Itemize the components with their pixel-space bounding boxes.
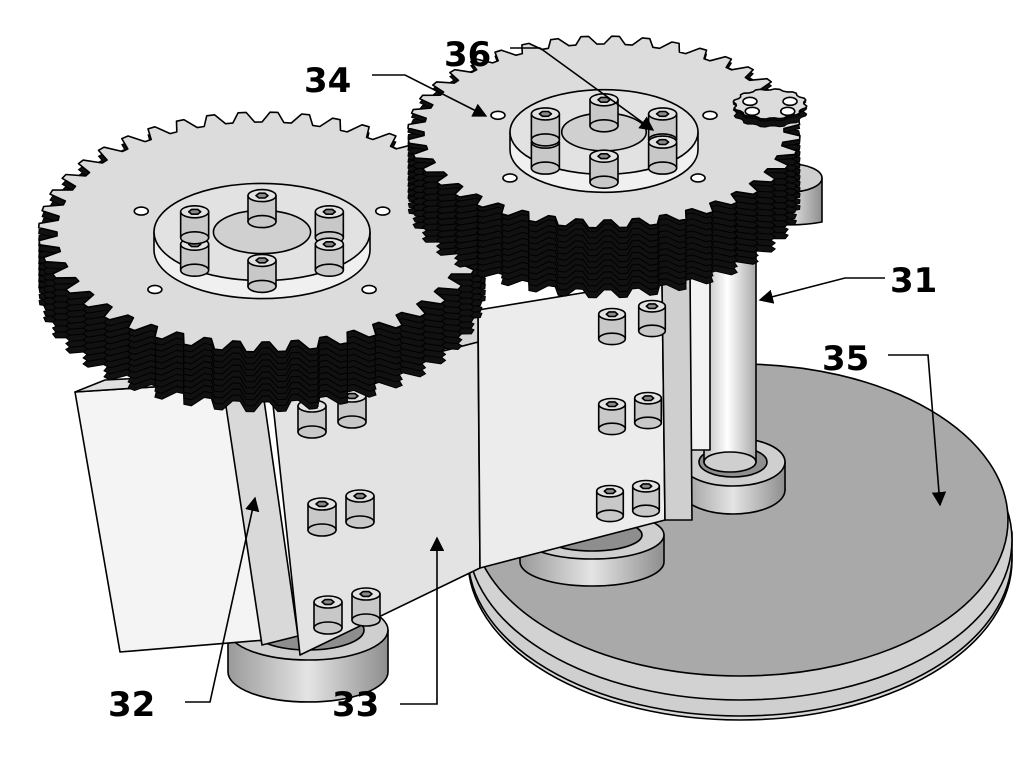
left-plate <box>74 371 299 653</box>
plate-bolt <box>597 307 627 346</box>
gear-right-bolt <box>589 93 619 133</box>
plate-bolts <box>297 299 667 635</box>
gear-left-hole <box>374 206 391 216</box>
gear-right-hole <box>490 110 506 121</box>
gear-left-bolt <box>247 188 277 229</box>
label-36: 36 <box>444 35 491 75</box>
plate-bolt <box>313 595 343 635</box>
small-pinion-gear <box>732 88 808 128</box>
leader-lines <box>185 47 947 705</box>
pinion-hole <box>782 96 798 107</box>
gear-left-hole <box>361 284 377 295</box>
leader-31 <box>758 277 885 304</box>
label-33: 33 <box>332 685 379 725</box>
large-gear-left <box>37 111 487 413</box>
gear-left-hole <box>147 284 163 295</box>
gear-right-bolt <box>530 107 561 147</box>
plate-bolt <box>307 497 337 537</box>
leader-34 <box>372 74 488 117</box>
gear-right-bolt <box>589 149 619 189</box>
plate-bolt <box>633 391 663 430</box>
plate-bolt <box>595 484 625 523</box>
gear-left-bolt <box>314 237 345 278</box>
leader-33 <box>400 536 445 705</box>
leader-35 <box>888 354 947 507</box>
large-gear-right <box>407 35 801 299</box>
plate-bolt <box>351 587 381 627</box>
label-35: 35 <box>822 339 869 379</box>
gear-right-hole <box>690 173 706 183</box>
plate-bolt <box>345 489 375 529</box>
leader-32 <box>185 496 260 703</box>
pinion-hole <box>779 106 796 117</box>
gear-left-bolt <box>179 205 210 245</box>
plate-bolt <box>631 479 661 518</box>
gear-left-bolt <box>247 253 277 294</box>
label-32: 32 <box>108 685 155 725</box>
gear-right-hole <box>702 110 718 121</box>
gear-left-hole <box>133 206 150 216</box>
plate-bolt <box>637 299 667 338</box>
label-34: 34 <box>304 61 351 101</box>
plate-bolt <box>597 397 627 436</box>
pinion-hole <box>744 106 761 117</box>
leader-36 <box>510 47 655 131</box>
gear-right-hole <box>502 173 518 183</box>
pinion-hole <box>742 96 758 107</box>
gear-right-bolt <box>647 135 678 175</box>
label-31: 31 <box>890 261 937 301</box>
